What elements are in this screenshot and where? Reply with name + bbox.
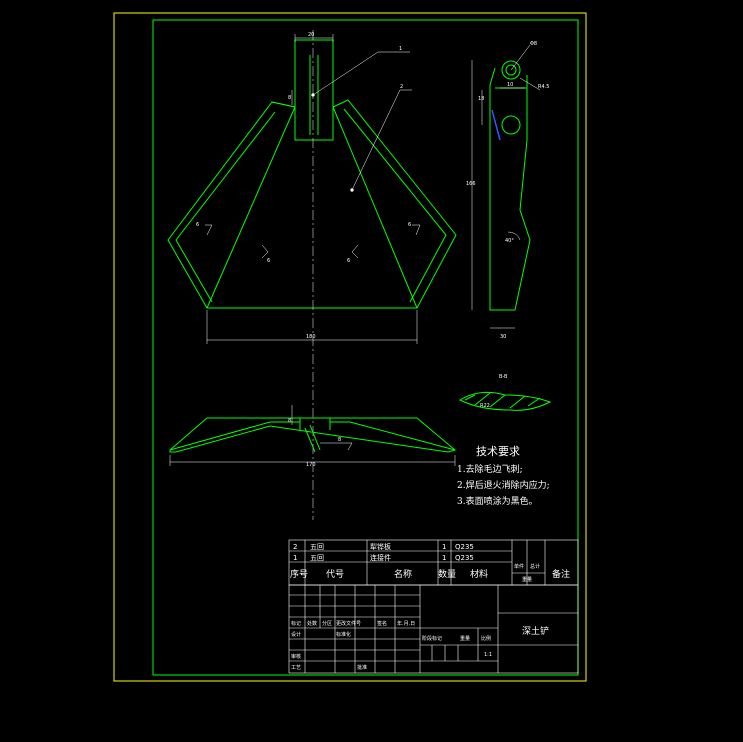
hdr-unit-weight: 单件 (514, 563, 524, 570)
front-view (167, 39, 457, 309)
hdr-remark: 备注 (552, 568, 570, 580)
side-offset-label: 18 (478, 96, 484, 102)
weld-mark-4: 6 (408, 222, 411, 228)
hdr-name: 名称 (394, 568, 412, 580)
part1-material: Q235 (455, 554, 474, 562)
scale-value: 1:1 (484, 652, 492, 658)
leaders (311, 51, 412, 192)
part1-no: 1 (293, 554, 297, 562)
side-view (489, 60, 531, 311)
section-bb (458, 391, 552, 411)
side-hole-bottom (501, 115, 521, 135)
tech-req-3: 3.表面喷涂为黑色。 (457, 495, 538, 507)
weld-symbols (205, 224, 421, 259)
side-top-label: 10 (507, 82, 513, 88)
stage-scale: 比例 (481, 635, 491, 642)
part2-material: Q235 (455, 543, 474, 551)
weld-mark-3: 6 (347, 258, 350, 264)
rev-zone: 分区 (322, 620, 332, 627)
role-standardize: 标准化 (336, 631, 351, 638)
profile-dims (169, 405, 456, 466)
hdr-total-weight: 总计 (530, 563, 540, 570)
side-hole-top (501, 60, 521, 80)
tech-req-1: 1.去除毛边飞刺; (457, 463, 523, 475)
part2-code: 五回 (310, 543, 324, 551)
dim-slot-height-label: 8 (288, 95, 291, 101)
rev-mark: 标记 (291, 620, 301, 627)
section-label: B-B (499, 374, 508, 380)
rev-date: 年.月.日 (397, 620, 415, 627)
stage-mark: 阶段标记 (422, 635, 442, 642)
part-name: 深土铲 (522, 625, 549, 637)
side-angle-label: 40° (505, 238, 514, 244)
rev-count: 处数 (307, 620, 317, 627)
role-review: 审核 (291, 653, 301, 660)
rev-sign: 签名 (377, 620, 387, 627)
weld-mark-2: 6 (267, 258, 270, 264)
tech-req-title: 技术要求 (476, 445, 520, 458)
tech-req-2: 2.焊后退火消除内应力; (457, 479, 550, 491)
hdr-code: 代号 (326, 569, 344, 580)
role-process: 工艺 (291, 665, 301, 671)
shovel-outline (167, 99, 457, 309)
inner-border (152, 19, 579, 676)
hdr-weight: 重量 (522, 576, 532, 583)
leader-1: 1 (399, 46, 402, 52)
section-dim-label: R22 (480, 403, 490, 409)
connector-plate (294, 39, 334, 141)
weld-mark-1: 6 (196, 222, 199, 228)
hdr-material: 材料 (470, 568, 488, 580)
dim-bottom-width (206, 310, 418, 344)
side-dims (471, 44, 541, 329)
side-radius-label: R4.5 (538, 84, 549, 90)
dim-top-width (294, 34, 334, 42)
role-approve: 批准 (357, 664, 367, 671)
part1-name: 连接件 (370, 553, 391, 562)
profile-length-label: 170 (306, 462, 316, 468)
part1-code: 五回 (310, 554, 324, 562)
rev-doc: 更改文件号 (336, 620, 361, 627)
title-block-grid (288, 539, 579, 674)
profile-height-label: 8 (288, 418, 291, 424)
part2-name: 犁铧板 (370, 542, 391, 551)
leader-2: 2 (400, 84, 403, 90)
profile-view (169, 417, 457, 453)
hdr-qty: 数量 (438, 568, 456, 580)
profile-small-label: 8 (338, 437, 341, 443)
role-design: 设计 (291, 631, 301, 638)
hidden-line (491, 109, 501, 141)
part1-qty: 1 (442, 554, 446, 562)
hdr-no: 序号 (290, 568, 308, 580)
part2-no: 2 (293, 543, 297, 551)
side-outline (489, 67, 531, 311)
stage-weight: 重量 (460, 635, 470, 642)
side-hole-label: Φ8 (530, 41, 537, 47)
part2-qty: 1 (442, 543, 446, 551)
dim-top-width-label: 20 (308, 32, 314, 38)
outer-border (113, 12, 587, 682)
side-bottom-label: 30 (500, 334, 506, 340)
dim-bottom-width-label: 180 (306, 334, 316, 340)
side-height-label: 166 (466, 181, 476, 187)
